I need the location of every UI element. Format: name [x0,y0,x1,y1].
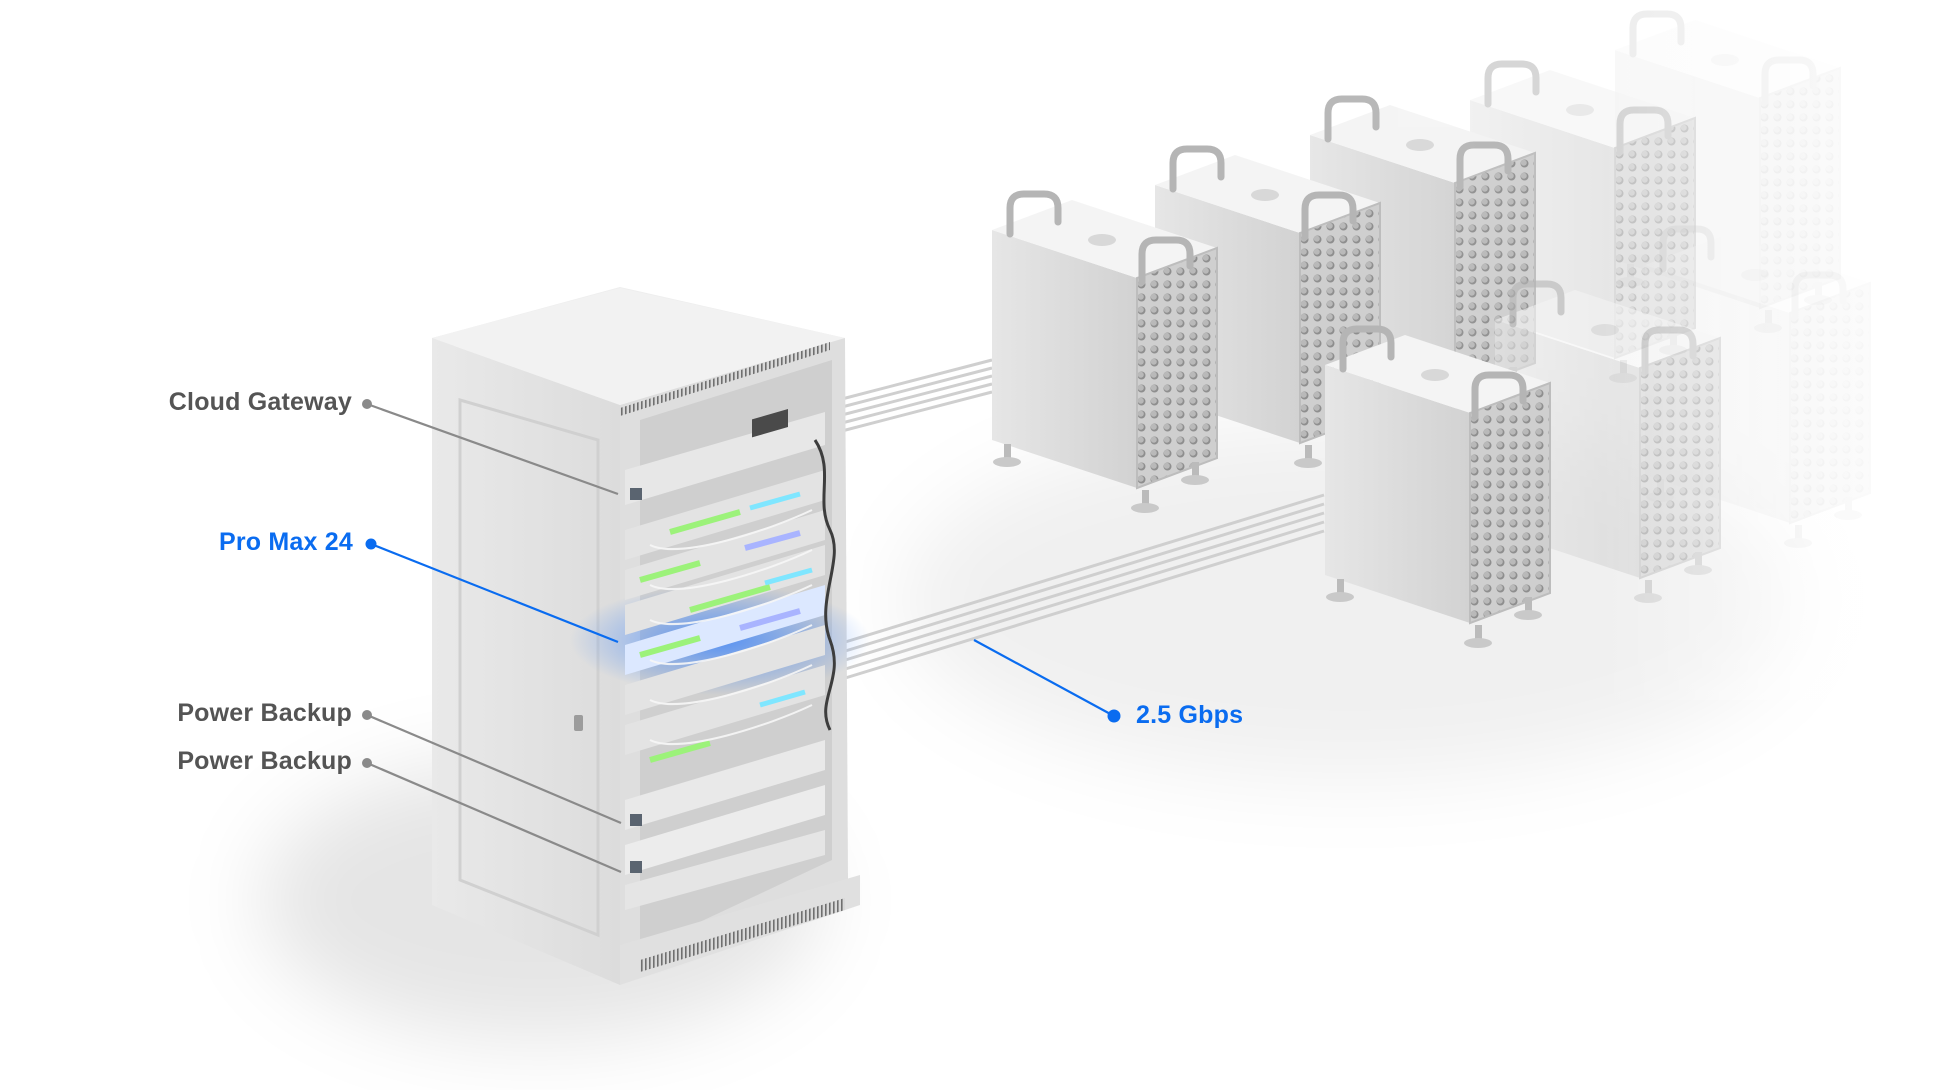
leader-link-speed [973,639,1115,717]
label-pro-max-24: Pro Max 24 [218,528,353,556]
leader-lines [366,402,1115,874]
cable-bundle-lower [841,493,1325,681]
power-backup-units [625,740,825,910]
switch-pro-max-24 [570,470,870,763]
cloud-gateway-unit [625,409,825,505]
leader-cloud-gateway [366,402,619,496]
label-power-backup-1: Power Backup [177,699,352,727]
leader-pro-max-24 [370,542,619,644]
label-cloud-gateway: Cloud Gateway [168,388,352,416]
label-power-backup-2: Power Backup [177,747,352,775]
server-rack [432,287,870,985]
leader-power-backup-2 [366,761,622,874]
cable-bundle-upper [837,358,993,434]
leader-dots [362,399,1121,768]
leader-power-backup-1 [366,713,622,825]
label-link-speed: 2.5 Gbps [1136,701,1244,729]
